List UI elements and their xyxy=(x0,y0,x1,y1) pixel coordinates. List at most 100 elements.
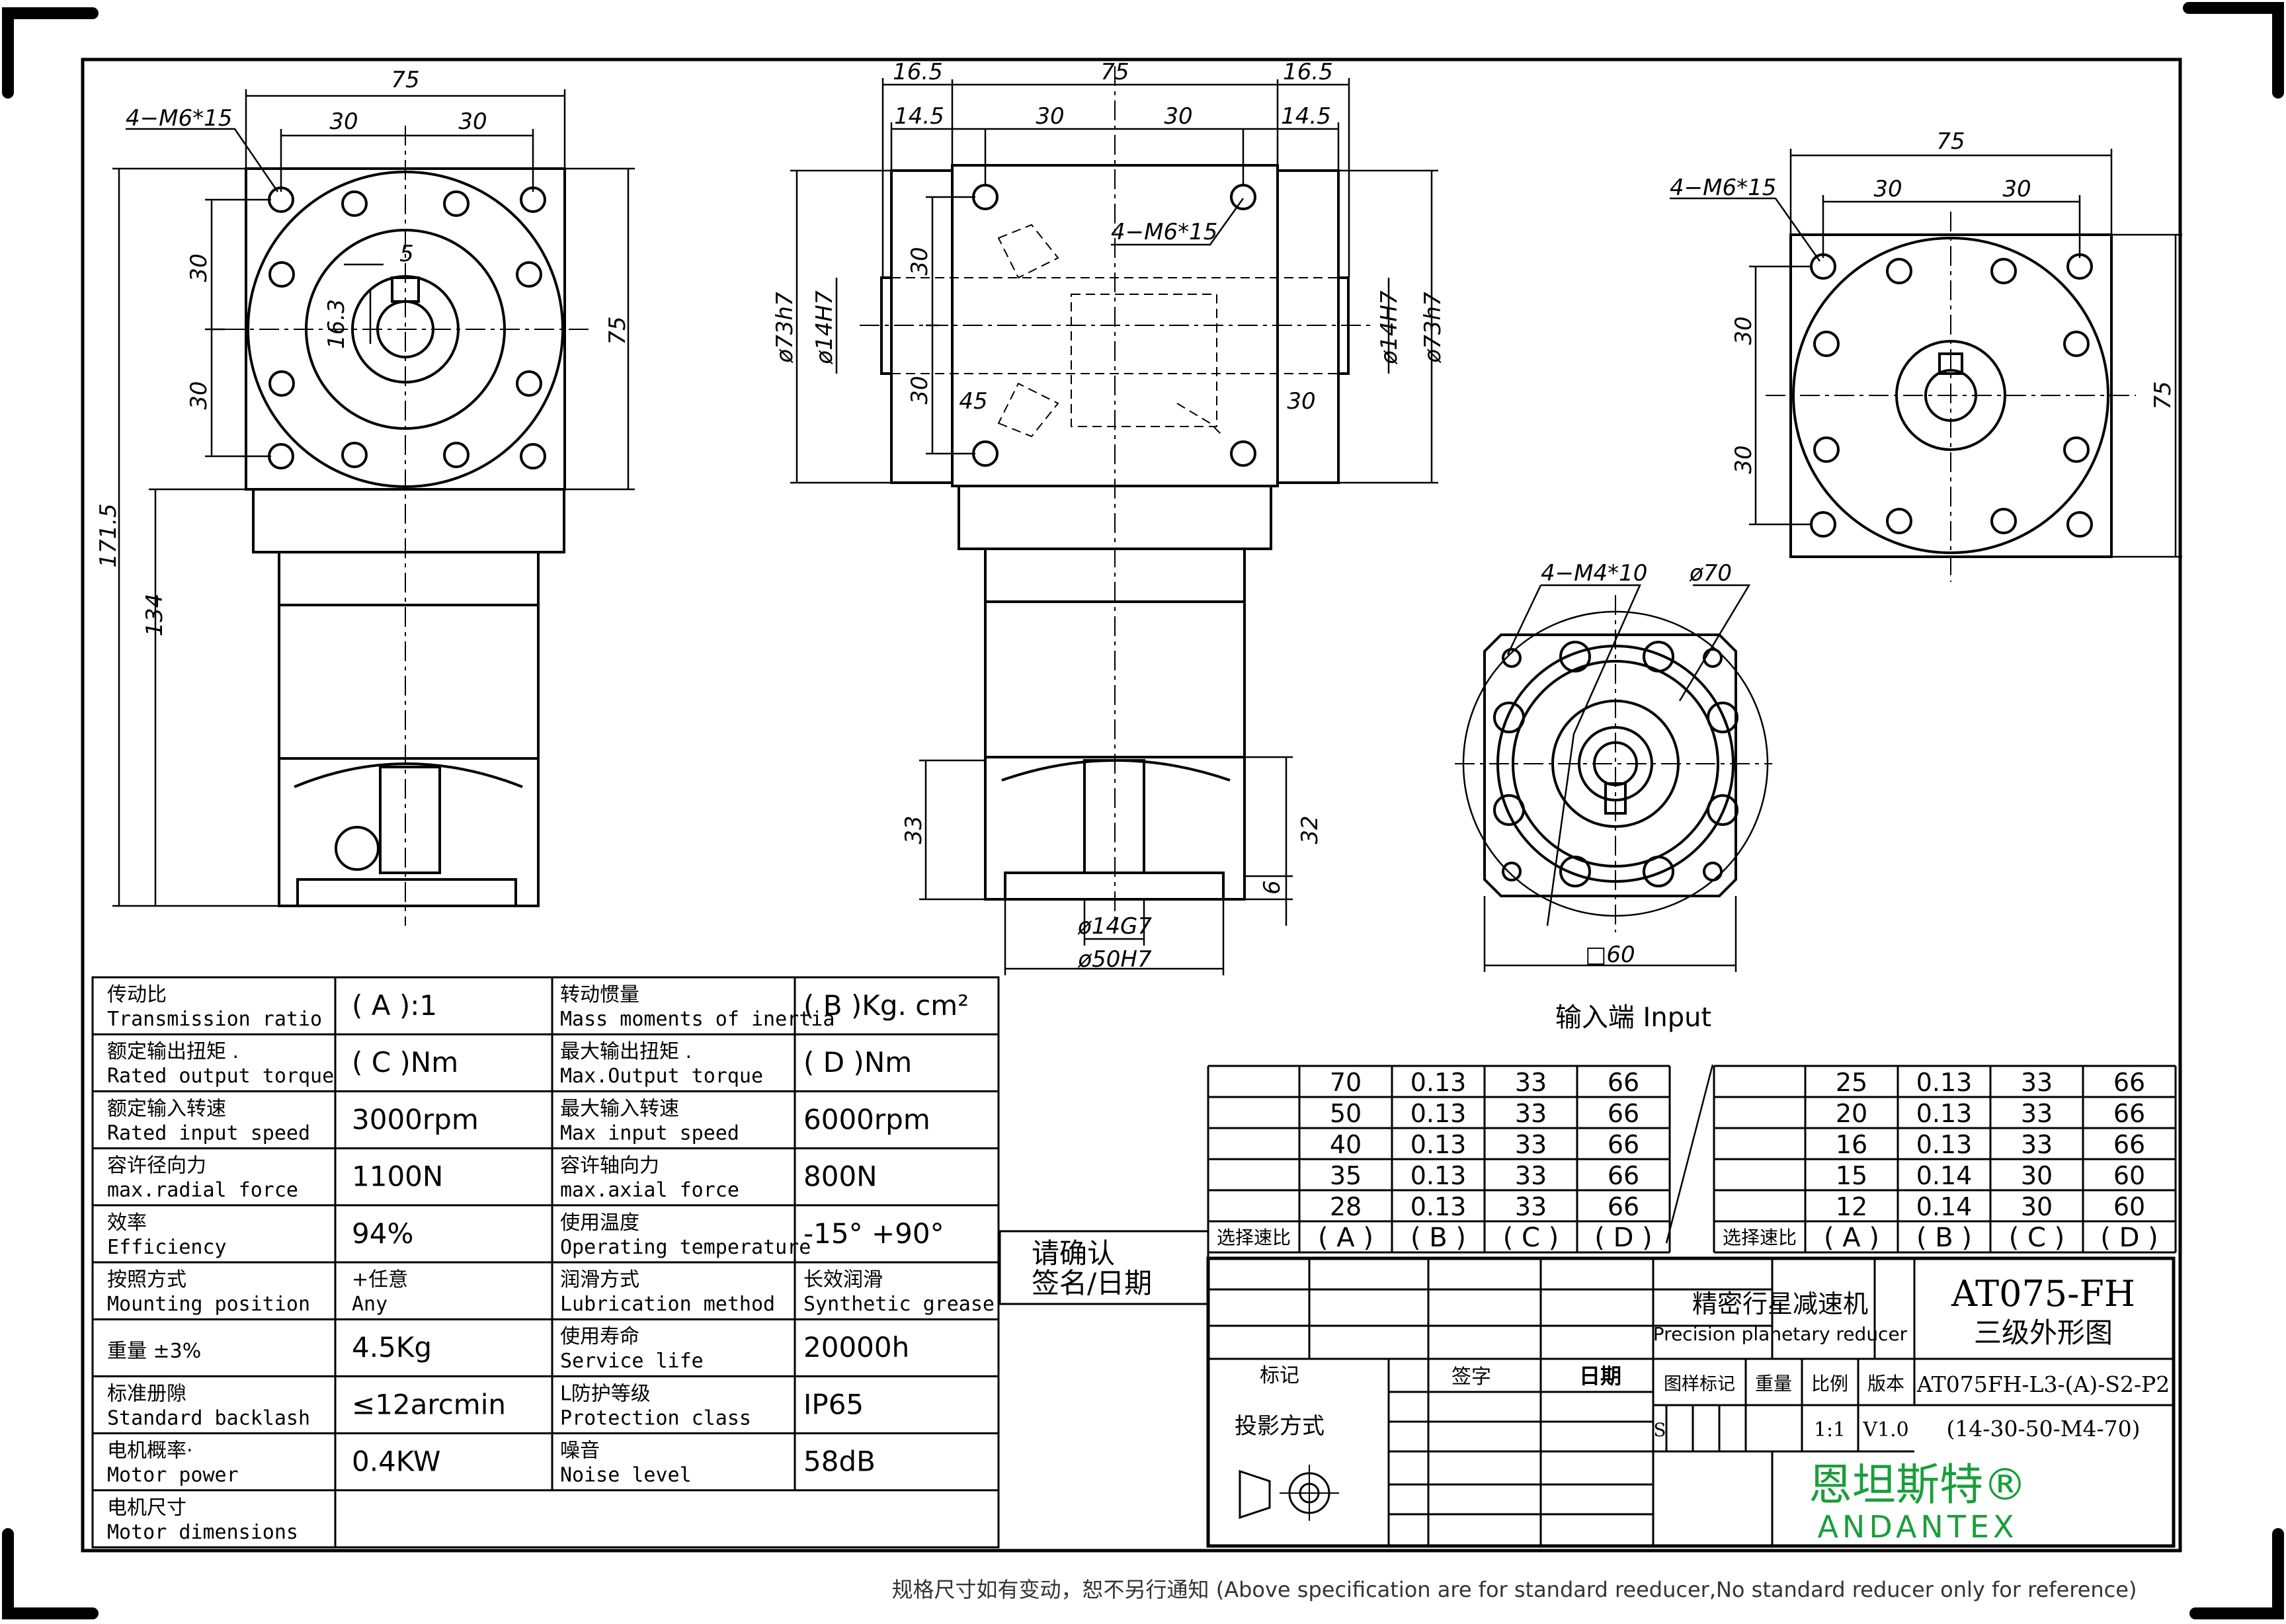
footer-note: 规格尺寸如有变动，恕不另行通知 (Above specification are… xyxy=(892,1577,2137,1602)
front-view xyxy=(112,89,635,926)
ratio-cell: 40 xyxy=(1330,1130,1362,1159)
right-dim-75: 75 xyxy=(1936,128,1965,155)
spec-label-en: Lubrication method xyxy=(560,1293,775,1316)
side-dim-dia14b: ø14H7 xyxy=(1376,290,1403,365)
side-dim-dia14a: ø14H7 xyxy=(811,290,838,365)
spec-label-cn: 传动比 xyxy=(107,983,167,1006)
tb-brand-cn: 恩坦斯特® xyxy=(1809,1459,2027,1510)
tb-weight: 重量 xyxy=(1755,1373,1792,1395)
title-block-lines xyxy=(1206,1256,2176,1548)
spec-label-en: Mass moments of inertia xyxy=(560,1008,835,1031)
ratio-header-label: 选择速比 xyxy=(1217,1227,1291,1248)
spec-label-cn: 重量 ±3% xyxy=(107,1340,201,1363)
spec-label-cn: 转动惯量 xyxy=(560,983,639,1006)
front-dim-h134: 134 xyxy=(142,594,168,637)
ratio-cell: 66 xyxy=(2113,1130,2145,1159)
side-dim-75: 75 xyxy=(1100,59,1129,85)
ratio-header-cell: ( A ) xyxy=(1318,1223,1373,1253)
front-dim-key5: 5 xyxy=(399,241,414,267)
spec-label-cn: 容许轴向力 xyxy=(560,1155,659,1178)
spec-label-cn: 额定输出扭矩 . xyxy=(107,1040,239,1063)
side-dim-145a: 14.5 xyxy=(894,103,944,130)
input-dim-sq60: □60 xyxy=(1585,942,1635,968)
spec-table xyxy=(91,976,1000,1549)
confirm-line1: 请确认 xyxy=(1032,1237,1115,1270)
right-dim-30b: 30 xyxy=(2002,176,2031,202)
input-dim-holes: 4−M4*10 xyxy=(1541,560,1647,587)
ratio-cell: 66 xyxy=(2113,1099,2145,1128)
tb-mark: 标记 xyxy=(1260,1364,1299,1387)
side-dim-30c: 30 xyxy=(1287,388,1315,415)
side-dim-6: 6 xyxy=(1259,880,1286,895)
front-dim-h75: 75 xyxy=(604,316,631,345)
input-view xyxy=(1455,584,1772,972)
spec-label-en: Operating temperature xyxy=(560,1236,811,1259)
ratio-cell: 33 xyxy=(1515,1068,1547,1097)
spec-value: +任意 xyxy=(352,1268,408,1291)
ratio-cell: 33 xyxy=(1515,1099,1547,1128)
side-view xyxy=(790,66,1438,975)
ratio-tables-lines xyxy=(1207,1065,2177,1254)
ratio-cell: 66 xyxy=(1608,1161,1639,1190)
spec-label-en: Motor dimensions xyxy=(107,1521,298,1544)
ratio-cell: 66 xyxy=(1608,1068,1639,1097)
spec-value: 58dB xyxy=(803,1445,876,1478)
ratio-cell: 0.13 xyxy=(1916,1099,1973,1128)
side-dim-165b: 16.5 xyxy=(1283,59,1333,85)
front-dim-h1715: 171.5 xyxy=(95,503,122,567)
ratio-header-cell: ( B ) xyxy=(1410,1223,1466,1253)
spec-label-en: Protection class xyxy=(560,1406,751,1430)
ratio-cell: 33 xyxy=(2021,1068,2053,1097)
tb-name-en: Precision planetary reducer xyxy=(1653,1323,1908,1345)
spec-label-en: Efficiency xyxy=(107,1236,227,1259)
spec-label-cn: 标准册隙 xyxy=(107,1382,186,1405)
ratio-cell: 15 xyxy=(1836,1161,1867,1190)
right-dim-h75: 75 xyxy=(2150,381,2176,409)
spec-value: 6000rpm xyxy=(803,1103,930,1135)
right-dims: 75 30 30 4−M6*15 30 30 75 xyxy=(1670,128,2176,474)
title-block-text: 精密行星减速机 Precision planetary reducer AT07… xyxy=(1235,1273,2170,1545)
spec-value: ( A ):1 xyxy=(352,989,437,1022)
spec-value: ( D )Nm xyxy=(803,1046,912,1078)
spec-value: 3000rpm xyxy=(352,1103,479,1135)
sheet-border xyxy=(81,58,2182,1553)
ratio-header-label: 选择速比 xyxy=(1723,1227,1797,1248)
spec-label-en: Motor power xyxy=(107,1464,239,1487)
input-dims: 4−M4*10 ø70 □60 xyxy=(1541,560,1732,968)
ratio-cell: 66 xyxy=(1608,1130,1639,1159)
front-dim-h30b: 30 xyxy=(186,381,212,409)
tb-pattern-mark: 图样标记 xyxy=(1664,1374,1735,1395)
front-dim-30a: 30 xyxy=(329,108,358,135)
spec-label-cn: 电机概率· xyxy=(107,1440,193,1463)
spec-value: Any xyxy=(352,1293,388,1316)
ratio-cell: 0.14 xyxy=(1916,1161,1973,1190)
spec-label-cn: 润滑方式 xyxy=(560,1268,639,1291)
tb-drawing: 三级外形图 xyxy=(1974,1317,2113,1349)
side-dim-v30b: 30 xyxy=(907,376,933,404)
ratio-cell: 0.13 xyxy=(1410,1192,1467,1221)
front-dim-75: 75 xyxy=(391,67,419,93)
ratio-cell: 50 xyxy=(1330,1099,1362,1128)
spec-value: 0.4KW xyxy=(352,1445,440,1478)
input-dim-dia70: ø70 xyxy=(1689,560,1732,587)
side-dim-dia50: ø50H7 xyxy=(1077,946,1152,973)
ratio-cell: 0.13 xyxy=(1916,1068,1973,1097)
side-dim-165a: 16.5 xyxy=(893,59,943,85)
spec-value: 长效润滑 xyxy=(803,1268,883,1291)
ratio-header-cell: ( A ) xyxy=(1824,1223,1879,1253)
right-dim-h30b: 30 xyxy=(1731,445,1757,473)
tb-version: 版本 xyxy=(1867,1373,1904,1395)
ratio-cell: 0.13 xyxy=(1410,1099,1467,1128)
ratio-cell: 0.13 xyxy=(1410,1161,1467,1190)
ratio-cell: 33 xyxy=(1515,1192,1547,1221)
ratio-cell: 60 xyxy=(2113,1192,2145,1221)
side-dim-dia73b: ø73h7 xyxy=(1420,292,1446,364)
right-dim-30a: 30 xyxy=(1873,176,1902,202)
input-label: 输入端 Input xyxy=(1555,1002,1711,1033)
front-dim-holes: 4−M6*15 xyxy=(126,105,232,132)
ratio-cell: 0.13 xyxy=(1410,1068,1467,1097)
spec-label-en: Max.Output torque xyxy=(560,1065,763,1088)
spec-value: IP65 xyxy=(803,1388,864,1420)
side-dim-v30a: 30 xyxy=(907,247,933,275)
